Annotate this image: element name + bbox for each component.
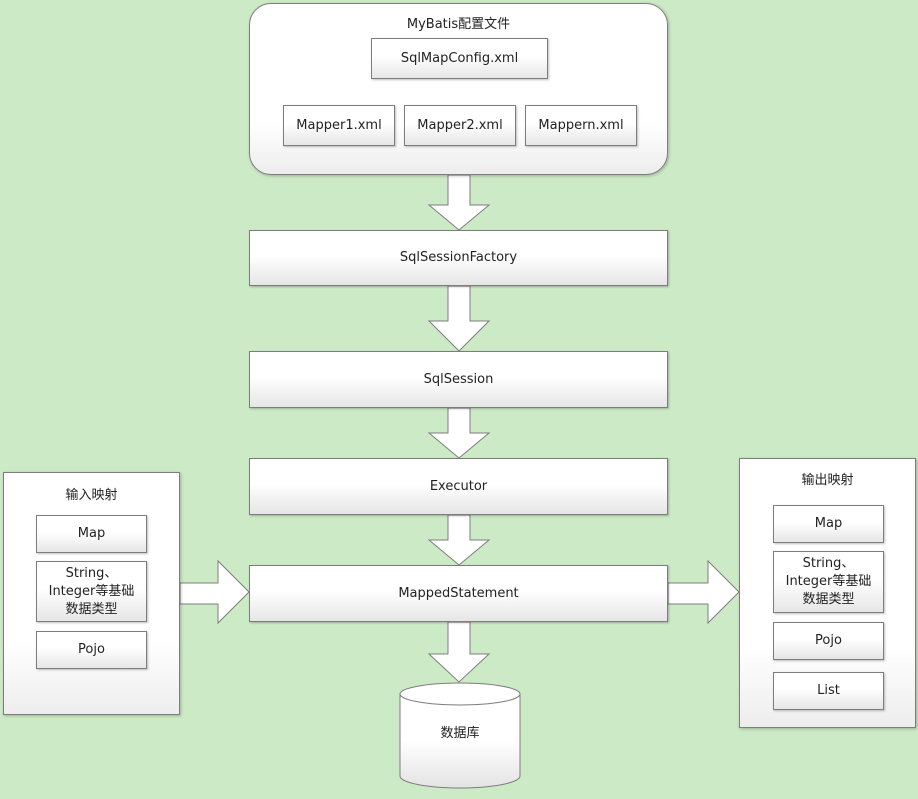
output-map-box: Map [773, 505, 884, 543]
arrow-mapped-to-output [667, 559, 740, 625]
mapper1-box: Mapper1.xml [283, 105, 395, 146]
config-title: MyBatis配置文件 [406, 17, 511, 32]
input-pojo-box: Pojo [36, 631, 147, 669]
executor-box: Executor [249, 458, 668, 515]
output-list-box: List [773, 672, 884, 710]
output-mapping-title: 输出映射 [801, 473, 854, 488]
output-integer-label: Integer等基础 [785, 574, 872, 589]
sqlsessionfactory-box: SqlSessionFactory [249, 230, 668, 286]
mappedstatement-box: MappedStatement [249, 565, 668, 622]
database-label: 数据库 [440, 726, 480, 741]
arrow-input-to-mapped [179, 559, 250, 625]
output-string-label: String、 [802, 556, 855, 571]
arrow-session-to-executor [427, 407, 491, 459]
mappern-box: Mappern.xml [525, 105, 637, 146]
arrow-config-to-factory [427, 174, 491, 231]
input-string-label: String、 [65, 565, 118, 581]
arrow-factory-to-session [427, 285, 491, 352]
config-container: MyBatis配置文件 SqlMapConfig.xml Mapper1.xml… [249, 3, 668, 175]
sqlmapconfig-box: SqlMapConfig.xml [371, 38, 548, 79]
input-mapping-panel: 输入映射 Map String、 Integer等基础 数据类型 Pojo [3, 472, 180, 715]
database-cylinder [399, 682, 521, 789]
input-map-box: Map [36, 515, 147, 553]
output-datatype-label: 数据类型 [802, 592, 855, 607]
output-pojo-box: Pojo [773, 622, 884, 660]
input-mapping-title: 输入映射 [65, 488, 118, 503]
sqlsession-box: SqlSession [249, 351, 668, 408]
mapper2-box: Mapper2.xml [404, 105, 516, 146]
arrow-executor-to-mapped [427, 514, 491, 566]
input-integer-label: Integer等基础 [48, 583, 135, 599]
input-basic-types-box: String、 Integer等基础 数据类型 [36, 561, 147, 622]
output-mapping-panel: 输出映射 Map String、 Integer等基础 数据类型 Pojo Li… [739, 458, 916, 728]
output-basic-types-box: String、 Integer等基础 数据类型 [773, 551, 884, 613]
input-datatype-label: 数据类型 [65, 601, 118, 617]
arrow-mapped-to-database [427, 621, 491, 683]
